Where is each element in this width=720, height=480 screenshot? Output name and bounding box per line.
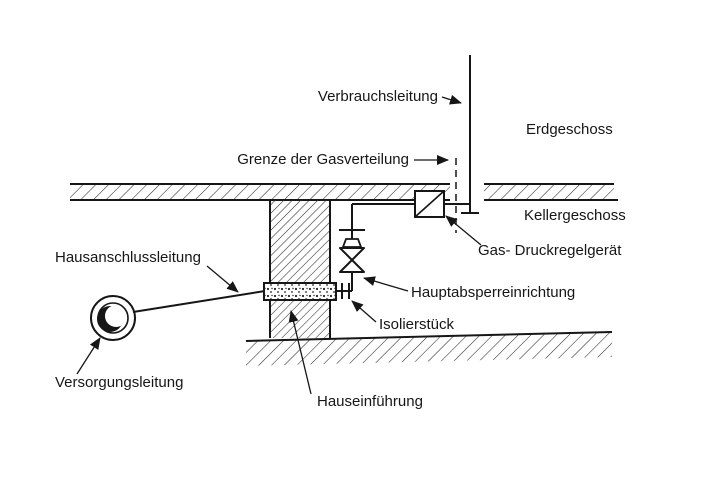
floor-slab-right-hatch xyxy=(484,184,614,200)
label-versorgungsleitung: Versorgungsleitung xyxy=(55,374,183,391)
house-entry-sleeve xyxy=(263,282,337,301)
leader-hauptabsperreinrichtung xyxy=(363,276,409,292)
house-connection-pipe xyxy=(132,290,266,313)
outside-ground xyxy=(245,331,613,366)
supply-pipe-bore xyxy=(105,305,127,327)
house-entry-fill xyxy=(264,283,336,300)
label-hauseinfuehrung: Hauseinführung xyxy=(317,393,423,410)
label-kellergeschoss: Kellergeschoss xyxy=(524,207,626,224)
outside-ground-top-edge xyxy=(245,331,613,342)
basement-wall-hatch xyxy=(270,200,330,338)
leader-hausanschlussleitung xyxy=(206,265,239,293)
label-erdgeschoss: Erdgeschoss xyxy=(526,121,613,138)
label-isolierstueck: Isolierstück xyxy=(379,316,455,333)
leader-hauseinfuehrung xyxy=(288,310,312,395)
valve-body-bottom xyxy=(339,259,365,273)
pressure-regulator xyxy=(414,190,445,218)
label-druckregelgeraet: Gas- Druckregelgerät xyxy=(478,242,622,259)
basement-wall xyxy=(269,200,331,338)
floor-slab-left-hatch xyxy=(70,184,450,200)
valve-bonnet xyxy=(341,238,363,248)
consumption-line xyxy=(461,55,479,214)
label-hauptabsperreinrichtung: Hauptabsperreinrichtung xyxy=(411,284,575,301)
leader-verbrauchsleitung xyxy=(441,94,462,105)
leader-druckregelgeraet xyxy=(445,215,482,246)
label-verbrauchsleitung: Verbrauchsleitung xyxy=(318,88,438,105)
regulator-diagonal xyxy=(414,190,445,218)
insulating-piece xyxy=(336,283,352,299)
floor-slab-left xyxy=(70,183,450,201)
floor-slab-right xyxy=(484,183,618,201)
leader-isolierstueck xyxy=(351,300,377,323)
outside-ground-hatch xyxy=(246,332,612,366)
leader-versorgungsleitung xyxy=(76,337,101,375)
main-shutoff-valve-assembly xyxy=(339,204,365,291)
valve-body-top xyxy=(339,247,365,261)
supply-pipe-inner-circle xyxy=(97,302,129,334)
label-grenze: Grenze der Gasverteilung xyxy=(237,151,409,168)
supply-main-pipe xyxy=(90,295,136,341)
label-hausanschlussleitung: Hausanschlussleitung xyxy=(55,249,201,266)
